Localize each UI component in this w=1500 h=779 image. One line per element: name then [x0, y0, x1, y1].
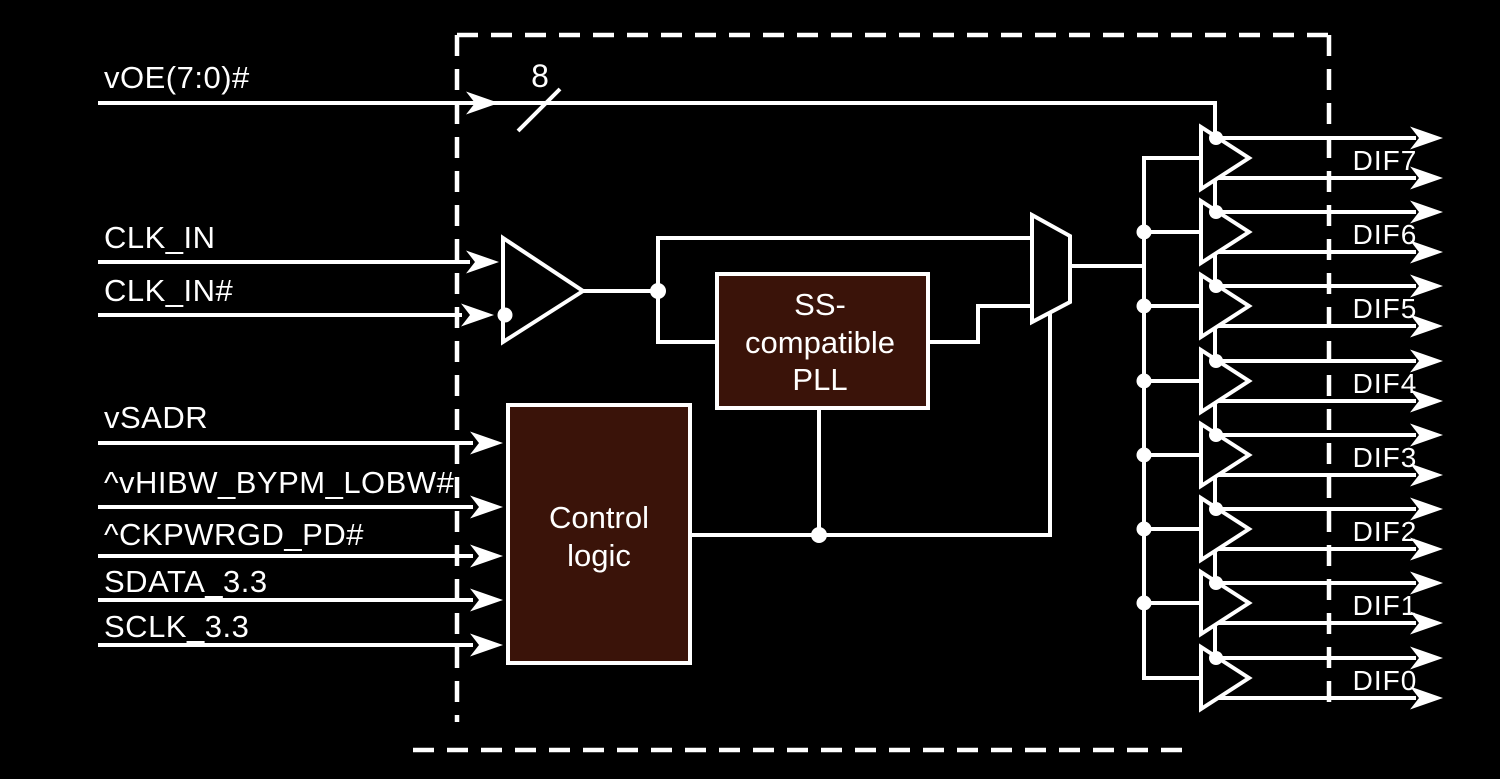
- enable-junction-dot: [1209, 576, 1223, 590]
- arrowhead: [1410, 126, 1443, 150]
- enable-junction-dot: [1209, 279, 1223, 293]
- output-label-dif4: DIF4: [1353, 368, 1418, 399]
- junction-dot: [1136, 224, 1152, 240]
- mux-select-wire: [690, 313, 1052, 537]
- enable-junction-dot: [1209, 651, 1223, 665]
- arrowhead: [470, 431, 503, 455]
- label-vsadr: vSADR: [104, 400, 208, 435]
- arrowhead: [1410, 497, 1443, 521]
- labels: vOE(7:0)# 8 CLK_IN CLK_IN# vSADR ^vHIBW_…: [104, 58, 895, 644]
- junction-dot: [650, 283, 666, 299]
- control-label-line1: Control: [549, 500, 649, 535]
- arrowhead: [470, 495, 503, 519]
- enable-junction-dot: [1209, 131, 1223, 145]
- arrowhead: [1410, 200, 1443, 224]
- enable-junction-dot: [1209, 354, 1223, 368]
- arrowhead: [1410, 389, 1443, 413]
- arrowhead: [470, 633, 503, 657]
- voe-wire: [98, 101, 1217, 698]
- arrowhead: [1410, 240, 1443, 264]
- pll-bypass-wire: [656, 236, 1032, 291]
- junction-dot: [1136, 373, 1152, 389]
- arrowhead: [1410, 686, 1443, 710]
- label-bus-width: 8: [531, 58, 549, 94]
- arrowhead: [461, 303, 494, 327]
- output-label-dif0: DIF0: [1353, 665, 1418, 696]
- pll-label-line3: PLL: [792, 362, 847, 397]
- enable-junction-dot: [1209, 502, 1223, 516]
- output-stage-dif7: DIF7: [1144, 123, 1443, 193]
- label-clk-in: CLK_IN: [104, 220, 216, 255]
- label-clk-in-n: CLK_IN#: [104, 273, 234, 308]
- arrowhead: [470, 588, 503, 612]
- input-wires: [98, 87, 1217, 698]
- output-stage-dif1: DIF1: [1136, 568, 1443, 638]
- output-stage-dif6: DIF6: [1136, 197, 1443, 267]
- output-label-dif7: DIF7: [1353, 145, 1418, 176]
- junction-dot: [811, 527, 827, 543]
- enable-junction-dot: [1209, 205, 1223, 219]
- arrowhead: [1410, 646, 1443, 670]
- output-label-dif2: DIF2: [1353, 516, 1418, 547]
- control-label-line2: logic: [567, 538, 631, 573]
- arrowhead: [1410, 537, 1443, 561]
- junction-dot: [1136, 298, 1152, 314]
- arrowhead: [1410, 314, 1443, 338]
- arrowhead: [470, 544, 503, 568]
- output-label-dif3: DIF3: [1353, 442, 1418, 473]
- arrowhead: [1410, 463, 1443, 487]
- clock-distribution-wire: [1142, 156, 1201, 680]
- clk-input-buffer: [501, 234, 587, 346]
- label-voe: vOE(7:0)#: [104, 60, 250, 95]
- pll-label-line1: SS-: [794, 287, 846, 322]
- output-label-dif5: DIF5: [1353, 293, 1418, 324]
- arrowhead: [1410, 166, 1443, 190]
- clock-mux: [1030, 211, 1072, 326]
- arrowhead: [466, 91, 499, 115]
- junction-dot: [1136, 595, 1152, 611]
- label-sdata: SDATA_3.3: [104, 564, 268, 599]
- enable-junction-dot: [1209, 428, 1223, 442]
- output-stage-dif0: DIF0: [1144, 643, 1443, 713]
- junction-dot: [1136, 447, 1152, 463]
- label-sclk: SCLK_3.3: [104, 609, 249, 644]
- pll-block: [715, 272, 930, 410]
- output-stage-dif3: DIF3: [1136, 420, 1443, 490]
- output-label-dif1: DIF1: [1353, 590, 1418, 621]
- arrowhead: [466, 250, 499, 274]
- output-stage-dif2: DIF2: [1136, 494, 1443, 564]
- output-stages: DIF7 DIF6 DIF5: [1136, 123, 1443, 713]
- control-logic-block: [506, 403, 692, 665]
- inverting-input-dot: [497, 307, 513, 323]
- output-stage-dif4: DIF4: [1136, 346, 1443, 416]
- arrowhead: [1410, 274, 1443, 298]
- pll-output-wire: [928, 304, 1032, 344]
- arrowhead: [1410, 611, 1443, 635]
- pll-input-wire: [656, 291, 717, 344]
- junction-dot: [1136, 521, 1152, 537]
- chip-boundary: [413, 32, 1332, 753]
- arrowhead: [1410, 571, 1443, 595]
- arrowhead: [1410, 349, 1443, 373]
- output-stage-dif5: DIF5: [1136, 271, 1443, 341]
- label-ckpwrgd-pd: ^CKPWRGD_PD#: [104, 517, 364, 552]
- bus-width-slash: [516, 87, 562, 133]
- pll-label-line2: compatible: [745, 325, 895, 360]
- arrowhead: [1410, 423, 1443, 447]
- output-label-dif6: DIF6: [1353, 219, 1418, 250]
- label-hibw-bypm-lobw: ^vHIBW_BYPM_LOBW#: [104, 465, 455, 500]
